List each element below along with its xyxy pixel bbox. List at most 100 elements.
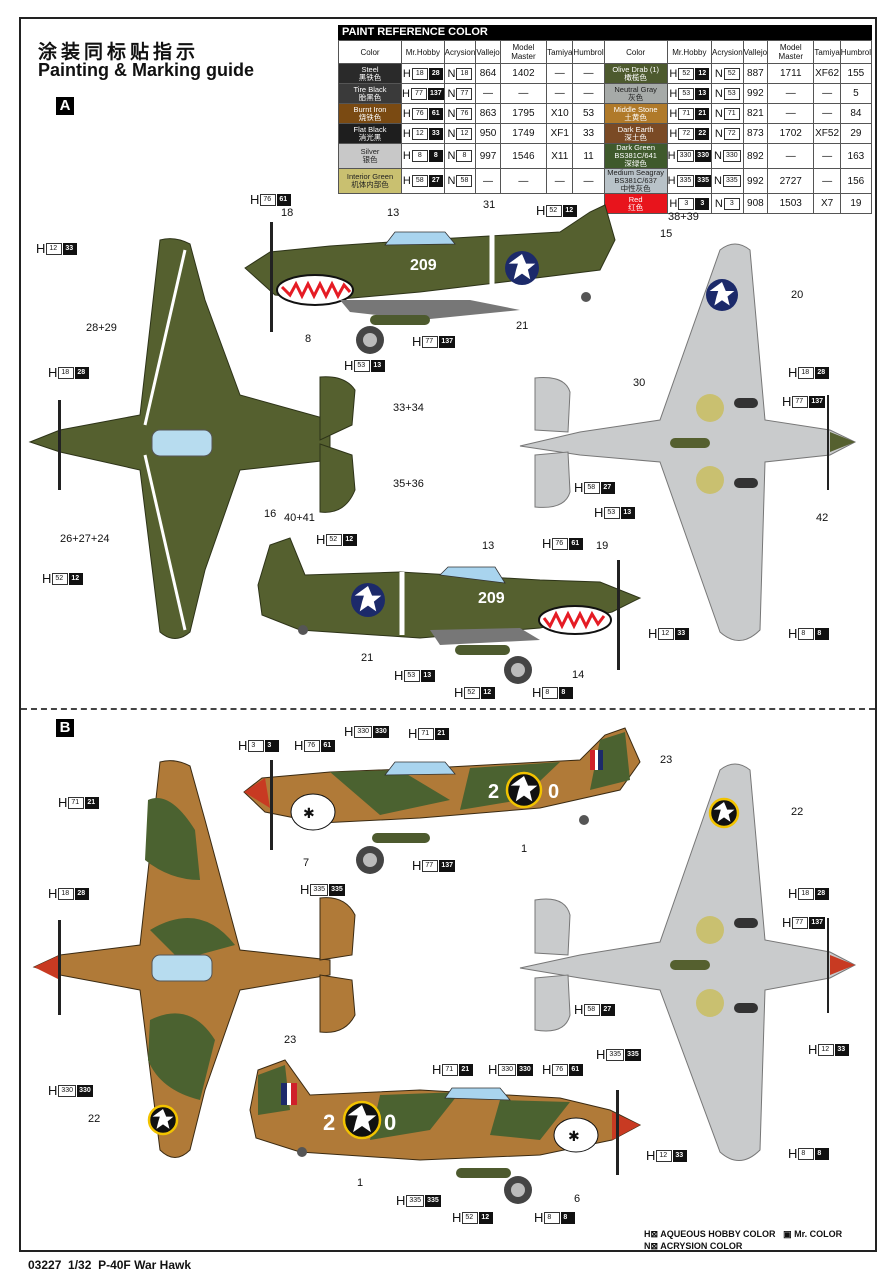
mr-color-code-box: 28 <box>75 366 90 379</box>
mr-color-code-box: 137 <box>439 859 456 872</box>
code-prefix: N <box>714 175 722 187</box>
color-name: Dark Earth <box>617 124 654 134</box>
decal-number: 1 <box>357 1177 364 1189</box>
humbrol-value: 11 <box>572 143 605 169</box>
decal-number: 35+36 <box>393 478 424 490</box>
aqueous-code-box: 335 <box>406 1194 425 1207</box>
aqueous-code-box: 77 <box>422 859 439 872</box>
code-prefix: H <box>594 505 604 520</box>
color-name-cn: 烧铁色 <box>358 112 382 122</box>
vallejo-value: 908 <box>742 193 769 214</box>
code-prefix: H <box>788 626 798 641</box>
aqueous-code-box: 52 <box>678 67 695 80</box>
color-name: Tire Black <box>353 84 387 94</box>
code-prefix: N <box>447 127 456 140</box>
aqueous-code-box: 77 <box>422 335 439 348</box>
mr-color-code-box: 8 <box>428 150 443 162</box>
code-prefix: H <box>402 67 411 80</box>
section-badge-a: A <box>56 97 74 115</box>
mr-color-code-box: 27 <box>601 481 616 494</box>
mr-color-code-box: 21 <box>435 727 450 740</box>
decal-number: 8 <box>305 333 312 345</box>
vallejo-value: 864 <box>475 63 501 84</box>
code-prefix: H <box>542 536 552 551</box>
mr-color-code-box: 3 <box>695 197 710 210</box>
aqueous-code-box: 76 <box>304 739 321 752</box>
mr-color-code-box: 335 <box>329 883 345 896</box>
decal-number: 40+41 <box>284 512 315 524</box>
color-name: Middle Stone <box>613 104 658 114</box>
code-prefix: H <box>534 1210 544 1225</box>
aqueous-code-box: 58 <box>411 175 428 187</box>
code-prefix: H <box>412 858 422 873</box>
code-prefix: H <box>667 175 676 187</box>
decal-number: 16 <box>264 508 277 520</box>
aqueous-code-box: 77 <box>456 87 473 100</box>
mr-color-code-box: 335 <box>625 1048 641 1061</box>
code-prefix: N <box>447 67 456 80</box>
mr-color-code-box: 33 <box>428 127 443 140</box>
code-prefix: H <box>532 685 542 700</box>
legend-acrysion-color: N⊠ ACRYSION COLOR <box>644 1241 743 1251</box>
mr-color-code-box: 335 <box>695 175 711 187</box>
mr-color-code-box: 27 <box>601 1003 616 1016</box>
code-prefix: H <box>669 87 678 100</box>
aircraft-b-side-left: ✱ 2 0 <box>243 727 641 874</box>
mr-color-code-box: 8 <box>815 627 830 640</box>
code-prefix: H <box>574 1002 584 1017</box>
code-prefix: N <box>714 107 723 120</box>
code-prefix: N <box>447 175 456 187</box>
legend: H⊠ AQUEOUS HOBBY COLOR ▣ Mr. COLOR N⊠ AC… <box>644 1228 842 1252</box>
code-prefix: H <box>42 571 52 586</box>
code-prefix: N <box>714 67 723 80</box>
aqueous-code-box: 330 <box>58 1084 77 1097</box>
svg-text:✱: ✱ <box>568 1128 580 1144</box>
mr-color-code-box: 61 <box>569 537 584 550</box>
code-prefix: H <box>402 127 411 140</box>
mr-color-code-box: 8 <box>815 1147 830 1160</box>
code-prefix: N <box>447 107 456 120</box>
aircraft-b-bottom-view <box>519 763 857 1161</box>
mr-color-code-box: 13 <box>421 669 436 682</box>
aqueous-code-box: 18 <box>58 887 75 900</box>
code-prefix: H <box>396 1193 406 1208</box>
aqueous-code-box: 72 <box>723 127 740 140</box>
mr-color-code-box: 3 <box>265 739 280 752</box>
